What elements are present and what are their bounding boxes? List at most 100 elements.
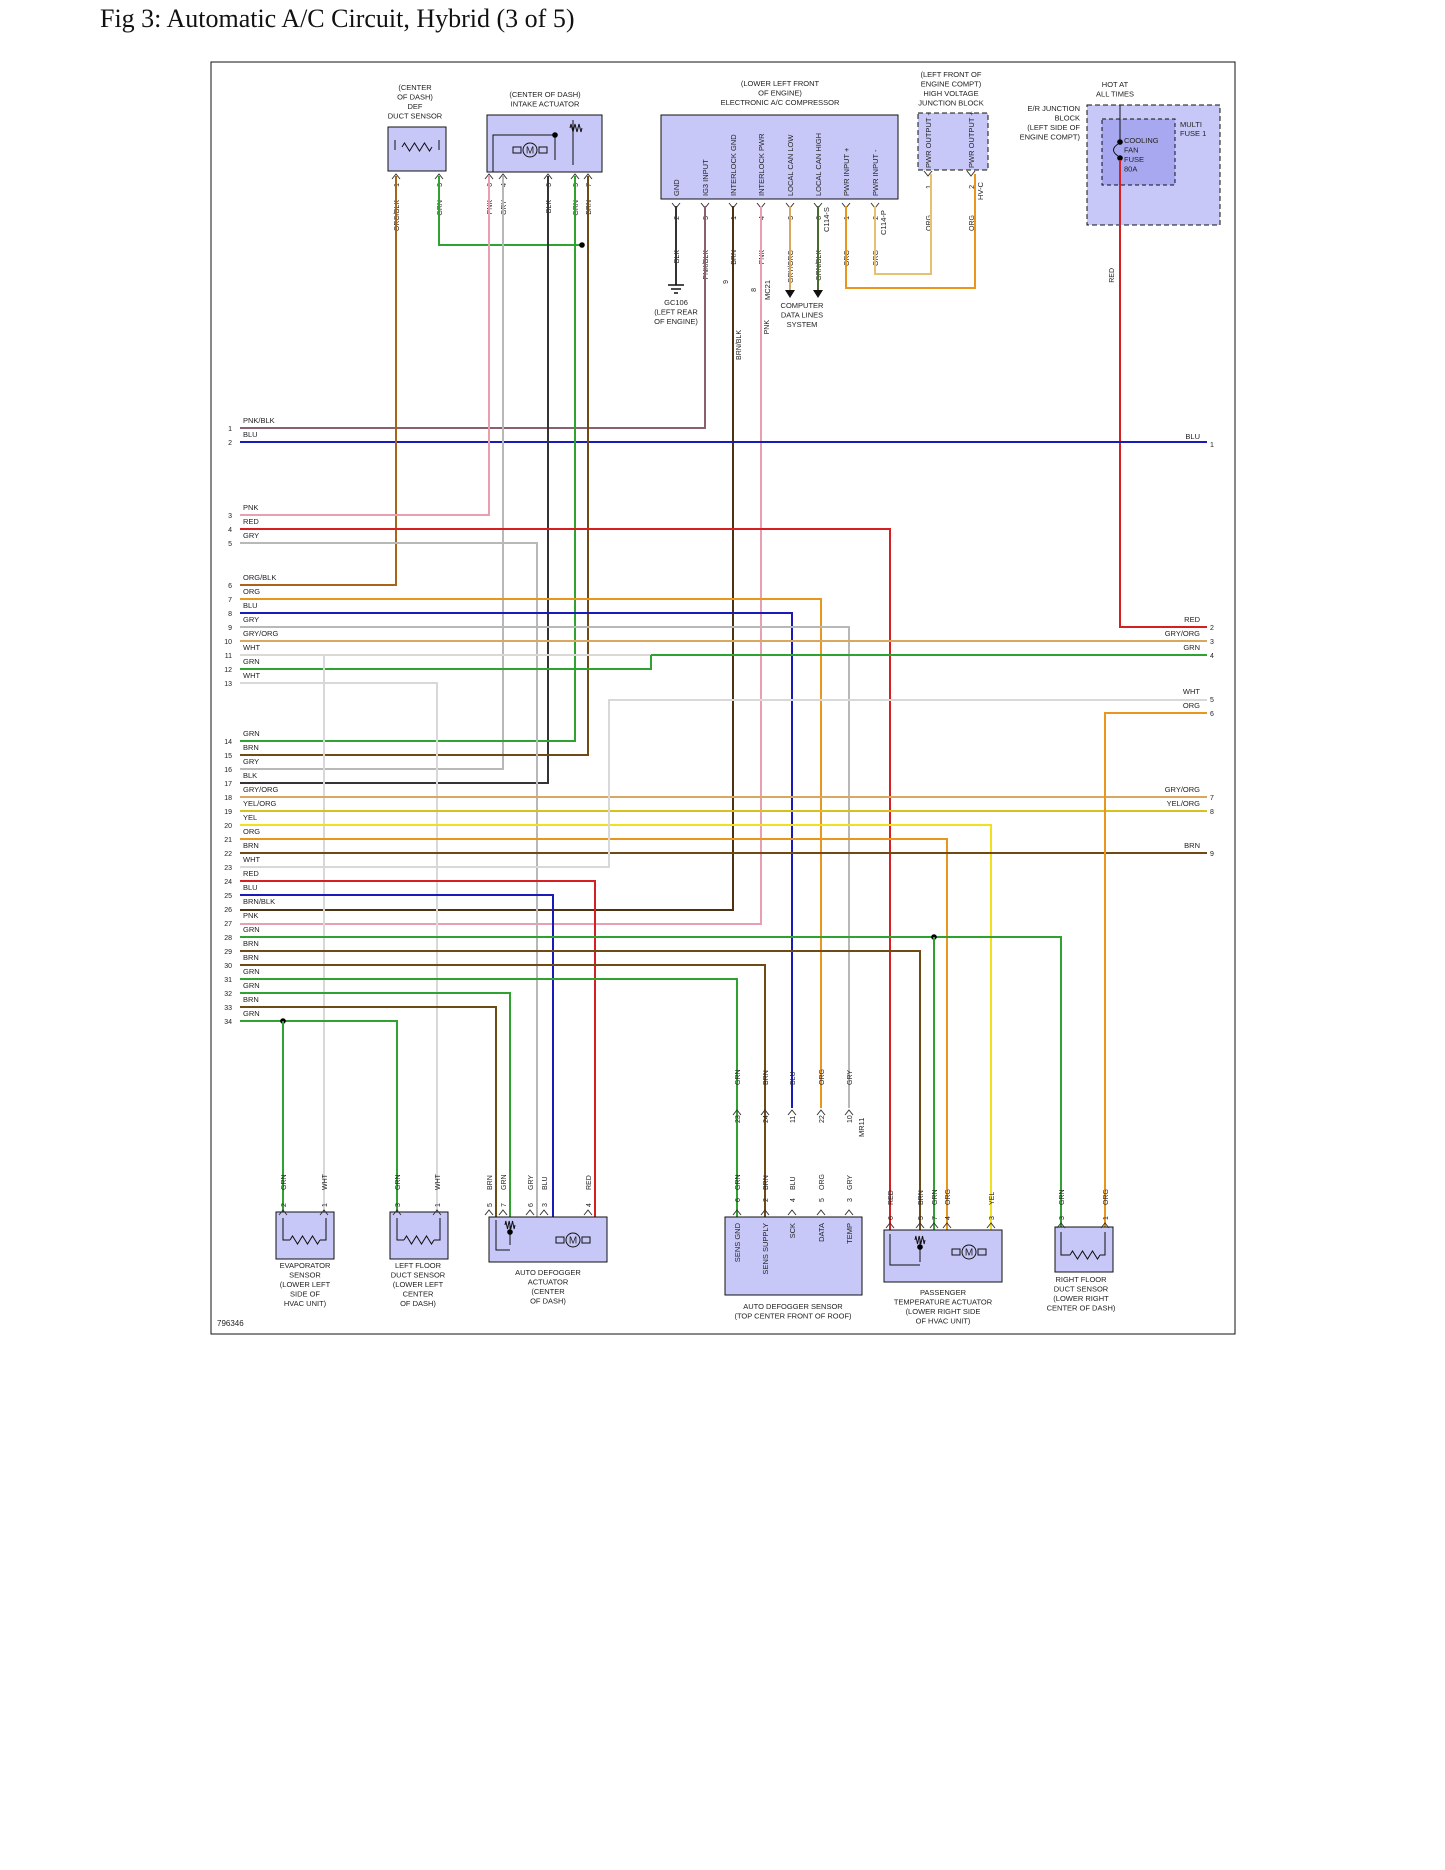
pin-number: 1 [322, 1203, 329, 1207]
wire-grn [240, 978, 738, 1233]
pin-number: 1 [1103, 1216, 1110, 1220]
sensor-lead [1060, 1232, 1106, 1256]
pin-wire-label: WHT [435, 1173, 442, 1190]
connector-pin [392, 1209, 402, 1216]
bus-row-number: 26 [224, 907, 232, 914]
pin-function-label: SENS GND [733, 1222, 742, 1262]
pin-wire-label: BRN [487, 1175, 494, 1190]
pin-number: 3 [395, 1203, 402, 1207]
pin-wire-label: PNK [759, 250, 766, 265]
connector-pin [787, 1209, 797, 1216]
pin-number: 1 [394, 183, 401, 187]
motor-brush [555, 1236, 565, 1244]
bus-wire-label: PNK/BLK [243, 416, 275, 425]
bus-row-number: 24 [224, 879, 232, 886]
pin-number: 1 [844, 216, 851, 220]
component-caption: (LOWER LEFT [280, 1280, 331, 1289]
component-caption: ACTUATOR [528, 1278, 569, 1287]
component-caption: OF ENGINE) [758, 89, 802, 98]
component-caption: TEMPERATURE ACTUATOR [894, 1298, 993, 1307]
component-caption: OF DASH) [400, 1299, 436, 1308]
actuator-internal [889, 1234, 921, 1266]
pin-wire-label: GRN [395, 1174, 402, 1190]
wire-org [1104, 712, 1207, 1233]
pin-wire-label: PNK [487, 200, 494, 215]
bus-row-number: 21 [224, 837, 232, 844]
motor-brush [512, 146, 522, 154]
left-floor-duct-sensor [389, 1211, 449, 1260]
component-caption: SENSOR [289, 1271, 321, 1280]
pin-wire-label: PNK/BLK [703, 250, 710, 280]
connector-pin [787, 1109, 797, 1116]
pin-number: 2 [674, 216, 681, 220]
bus-wire-label: WHT [243, 643, 260, 652]
bus-row-number: 8 [228, 611, 232, 618]
motor-brush [581, 1236, 591, 1244]
component-caption: DEF [408, 102, 423, 111]
connector-pin [844, 1109, 854, 1116]
pin-wire-label: PNK [764, 320, 771, 335]
bus-wire-label: WHT [1183, 687, 1200, 696]
component-caption: (LOWER RIGHT SIDE [906, 1307, 981, 1316]
bus-wire-label: BRN/BLK [243, 897, 275, 906]
component-caption: HVAC UNIT) [284, 1299, 327, 1308]
page-title: Fig 3: Automatic A/C Circuit, Hybrid (3 … [100, 4, 575, 33]
component-caption: (CENTER OF DASH) [509, 90, 581, 99]
wire-brn [240, 950, 921, 1233]
wire-pnk-blk [240, 206, 706, 429]
ground-icon [668, 284, 684, 294]
resistor-symbol [1069, 1250, 1101, 1260]
pin-number: 5 [918, 1216, 925, 1220]
connector-pin [732, 1209, 742, 1216]
connector-pin [543, 173, 553, 180]
splice-dot [552, 132, 558, 138]
pin-wire-label: BRN [586, 200, 593, 215]
bus-wire-label: GRN [243, 925, 260, 934]
connector-pin [885, 1222, 895, 1229]
electronic-ac-compressor [660, 114, 899, 200]
auto-defogger-sensor [724, 1216, 863, 1296]
pin-wire-label: GRY [501, 200, 508, 215]
wire-grn [240, 655, 652, 670]
bus-wire-label: BRN [243, 841, 259, 850]
pin-number: 2 [763, 1198, 770, 1202]
sensor-lead [394, 140, 440, 150]
pin-number: 3 [546, 183, 553, 187]
connector-pin [760, 1109, 770, 1116]
bus-wire-label: BLK [243, 771, 257, 780]
wire-yel [240, 824, 992, 1233]
bus-row-number: 5 [228, 541, 232, 548]
connector-pin-number: 22 [819, 1115, 826, 1123]
wire-pnk [240, 176, 490, 516]
pin-wire-label: GRN [573, 200, 580, 216]
wire-grn [438, 176, 582, 246]
bus-wire-label: RED [1184, 615, 1200, 624]
connector-pin [391, 173, 401, 180]
wire-brn [240, 1006, 497, 1233]
component-caption: ELECTRONIC A/C COMPRESSOR [721, 98, 840, 107]
bus-wire-label: RED [243, 517, 259, 526]
bus-wire-label: BRN [243, 953, 259, 962]
connector-pin-number: 24 [763, 1115, 770, 1123]
high-voltage-junction-block [917, 112, 989, 171]
connector-pin [816, 1109, 826, 1116]
bus-wire-label: BRN [243, 939, 259, 948]
motor-brush [977, 1248, 987, 1256]
bus-wire-label: PNK [243, 503, 258, 512]
connector-pin [484, 1209, 494, 1216]
component-caption: RIGHT FLOOR [1055, 1275, 1107, 1284]
pin-wire-label: ORG [819, 1069, 826, 1085]
pin-wire-label: GRN [735, 1069, 742, 1085]
wire-red [1119, 160, 1207, 628]
bus-row-number: 1 [1210, 442, 1214, 449]
component-caption: PASSENGER [920, 1288, 967, 1297]
bus-wire-label: ORG [1183, 701, 1200, 710]
intake-actuator [486, 114, 603, 173]
component-caption: E/R JUNCTION [1028, 104, 1081, 113]
wire-blk [240, 176, 549, 784]
splice-dot [1117, 139, 1123, 145]
wire-blu [240, 612, 793, 1108]
ground-label: GC106 [664, 298, 688, 307]
bus-row-number: 8 [1210, 809, 1214, 816]
